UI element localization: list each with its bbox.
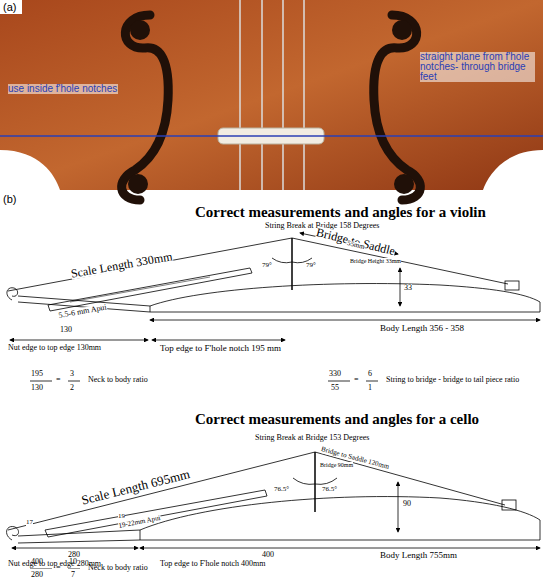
label: 6: [368, 370, 372, 378]
label: Correct measurements and angles for a ce…: [195, 412, 479, 427]
label: Nut edge to top edge 130mm: [8, 344, 101, 352]
label: Nut edge to top edge 280mm: [8, 560, 101, 568]
label: Neck to body ratio: [88, 376, 148, 384]
label: use inside f'hole notches: [8, 84, 118, 94]
label: 17: [26, 519, 33, 526]
label: 55mm: [346, 240, 365, 251]
label: Bridge Height 33mm: [350, 258, 401, 264]
label: =: [354, 376, 359, 384]
violin-drawing: [7, 233, 540, 381]
label: 130: [31, 384, 43, 392]
label: 330: [329, 370, 341, 378]
label: 5.5-6 mm Apui: [58, 304, 107, 320]
label: 1: [368, 384, 372, 392]
label: 400: [262, 551, 274, 559]
label: Bridge 90mm: [320, 462, 353, 468]
label: 55: [331, 384, 339, 392]
label: =: [56, 376, 61, 384]
label: 3: [70, 370, 74, 378]
label: 33: [404, 284, 412, 292]
label: Top edge to F'hole notch 195 mm: [160, 344, 281, 353]
label: straight plane from f'hole notches- thro…: [420, 52, 535, 82]
label: 2: [70, 384, 74, 392]
label: 195: [31, 370, 43, 378]
label: Body Length 755mm: [380, 551, 457, 560]
label: (a): [3, 2, 16, 13]
label: 7: [71, 571, 75, 579]
label: Scale Length 695mm: [80, 467, 191, 507]
label: 19: [118, 513, 125, 520]
label: Scale Length 330mm: [70, 250, 173, 280]
label: 79°: [262, 262, 272, 269]
label: String Break at Bridge 153 Degrees: [255, 434, 369, 442]
label: Neck to body ratio: [88, 564, 148, 572]
label: 400: [31, 558, 43, 566]
violin-photo: [0, 0, 543, 200]
label: (b): [3, 194, 16, 205]
label: Correct measurements and angles for a vi…: [195, 205, 486, 220]
label: 76.5°: [274, 486, 289, 493]
label: 130: [60, 326, 72, 334]
label: Top edge to F'hole notch 400mm: [160, 560, 266, 568]
label: 76.5°: [322, 486, 337, 493]
label: =: [56, 564, 61, 572]
label: 10: [69, 558, 77, 566]
label: 90: [403, 500, 411, 508]
label: 79°: [306, 262, 316, 269]
cello-drawing: [7, 452, 540, 568]
label: 280: [31, 571, 43, 579]
label: Body Length 356 - 358: [380, 324, 464, 333]
label: String to bridge - bridge to tail piece …: [386, 376, 519, 384]
